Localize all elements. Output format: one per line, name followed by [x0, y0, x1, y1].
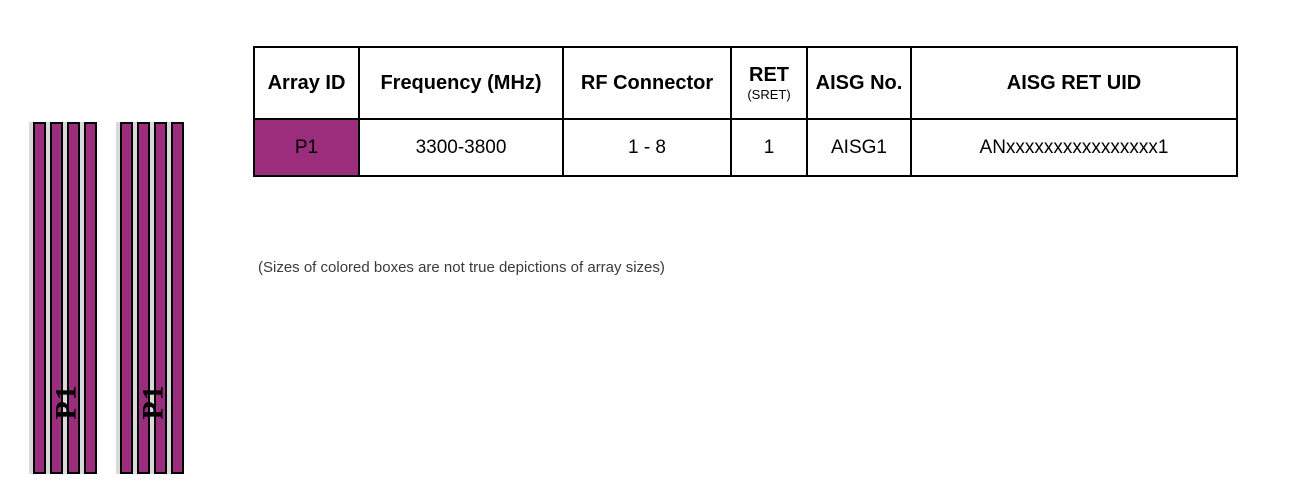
array-group-2: P1 — [120, 122, 188, 474]
column-header-array-id: Array ID — [253, 46, 360, 120]
column-header-ret: RET (SRET) — [730, 46, 808, 120]
cell-aisg-ret-uid: ANxxxxxxxxxxxxxxxx1 — [910, 118, 1238, 177]
array-bar — [171, 122, 184, 474]
cell-rf-connector: 1 - 8 — [562, 118, 732, 177]
column-header-aisg-ret-uid: AISG RET UID — [910, 46, 1238, 120]
array-bar — [33, 122, 46, 474]
cell-ret: 1 — [730, 118, 808, 177]
cell-aisg-no: AISG1 — [806, 118, 912, 177]
array-bar — [67, 122, 80, 474]
array-bar — [154, 122, 167, 474]
array-specification-table: Array ID Frequency (MHz) RF Connector RE… — [253, 46, 1238, 177]
column-header-rf-connector: RF Connector — [562, 46, 732, 120]
array-group-1: P1 — [33, 122, 101, 474]
array-bar — [84, 122, 97, 474]
table-row: P1 3300-3800 1 - 8 1 AISG1 ANxxxxxxxxxxx… — [253, 118, 1238, 177]
cell-array-id: P1 — [253, 118, 360, 177]
array-bar — [137, 122, 150, 474]
array-bar — [50, 122, 63, 474]
cell-frequency: 3300-3800 — [358, 118, 564, 177]
array-bar — [120, 122, 133, 474]
column-header-ret-sub: (SRET) — [747, 86, 791, 102]
antenna-array-diagram: P1 P1 — [0, 0, 250, 490]
column-header-frequency: Frequency (MHz) — [358, 46, 564, 120]
column-header-aisg-no: AISG No. — [806, 46, 912, 120]
column-header-ret-main: RET — [749, 63, 789, 86]
diagram-note: (Sizes of colored boxes are not true dep… — [258, 259, 665, 276]
table-header-row: Array ID Frequency (MHz) RF Connector RE… — [253, 46, 1238, 120]
